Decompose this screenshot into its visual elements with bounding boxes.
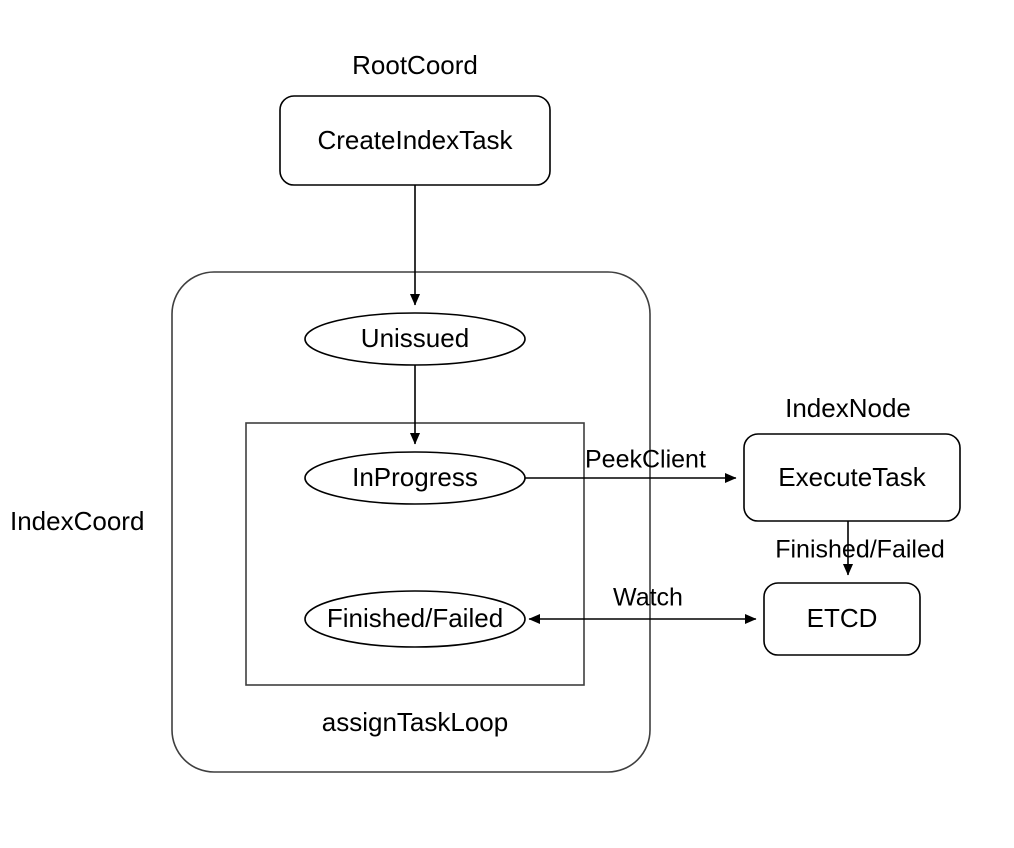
finished-failed-label: Finished/Failed (327, 603, 503, 633)
create-index-task-shape[interactable] (279, 95, 551, 186)
etcd-shape[interactable] (763, 582, 921, 656)
execute-task-shape[interactable] (743, 433, 961, 522)
inprogress-shape[interactable] (304, 451, 526, 505)
indexnode-label: IndexNode (785, 393, 911, 423)
edge-label-finished-failed: Finished/Failed (775, 536, 945, 564)
etcd-label: ETCD (807, 603, 878, 633)
edge-label-peekclient: PeekClient (585, 446, 706, 474)
indexcoord-label: IndexCoord (10, 506, 144, 536)
create-index-task-label: CreateIndexTask (317, 125, 513, 155)
execute-task-label: ExecuteTask (778, 462, 926, 492)
node-inprogress[interactable]: InProgress (304, 451, 526, 505)
assigntaskloop-label: assignTaskLoop (322, 707, 508, 737)
node-execute-task[interactable]: ExecuteTask (743, 433, 961, 522)
node-finished-failed[interactable]: Finished/Failed (304, 590, 526, 648)
indexcoord-container[interactable] (171, 271, 651, 773)
edge-label-watch: Watch (613, 584, 683, 612)
rootcoord-label: RootCoord (352, 50, 478, 80)
unissued-label: Unissued (361, 323, 469, 353)
edge-executetask-to-etcd: Finished/Failed (775, 521, 945, 576)
inprogress-label: InProgress (352, 462, 478, 492)
finished-failed-shape[interactable] (304, 590, 526, 648)
node-create-index-task[interactable]: CreateIndexTask (279, 95, 551, 186)
unissued-shape[interactable] (304, 312, 526, 366)
node-etcd[interactable]: ETCD (763, 582, 921, 656)
edge-inprogress-to-executetask: PeekClient (525, 446, 737, 484)
node-unissued[interactable]: Unissued (304, 312, 526, 366)
edge-etcd-to-finishedfailed: Watch (528, 584, 757, 625)
group-indexcoord[interactable]: IndexCoord (10, 271, 651, 773)
